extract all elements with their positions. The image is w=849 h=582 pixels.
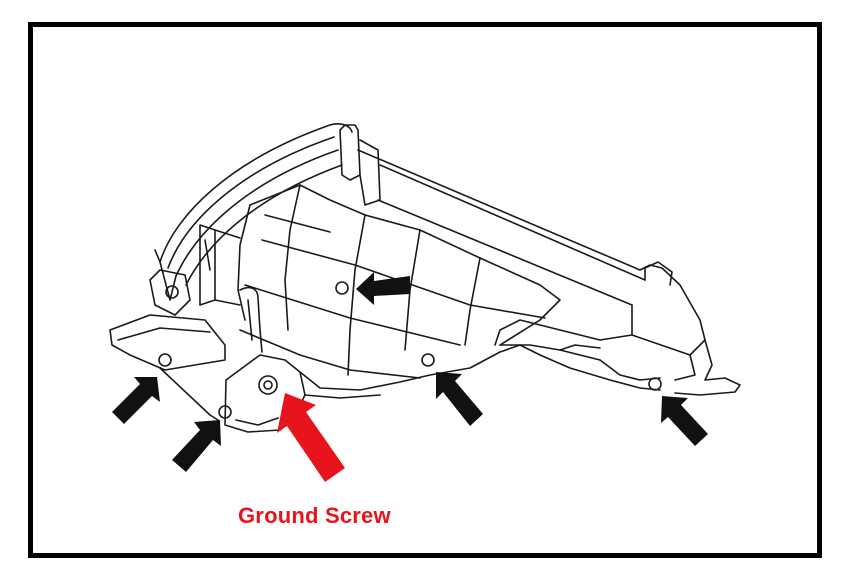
lower-mounting-plate [109,314,226,421]
arrow-top-center [356,272,410,305]
ground-screw-label: Ground Screw [238,503,391,528]
top-mounting-tab [339,124,381,206]
housing-lower-edge [499,344,661,391]
arrow-right-end [661,396,708,446]
housing-inner-panel [237,184,561,379]
ground-screw-arrow [277,393,345,482]
housing-body [357,149,741,396]
arrow-left-lower [112,377,160,424]
housing-bezel [154,123,353,301]
fastener-markers [335,281,662,391]
socket-column [149,224,241,316]
arrow-left-bottom [172,420,221,472]
fastener-arrows [112,272,708,472]
arrow-center-bottom [436,372,483,426]
